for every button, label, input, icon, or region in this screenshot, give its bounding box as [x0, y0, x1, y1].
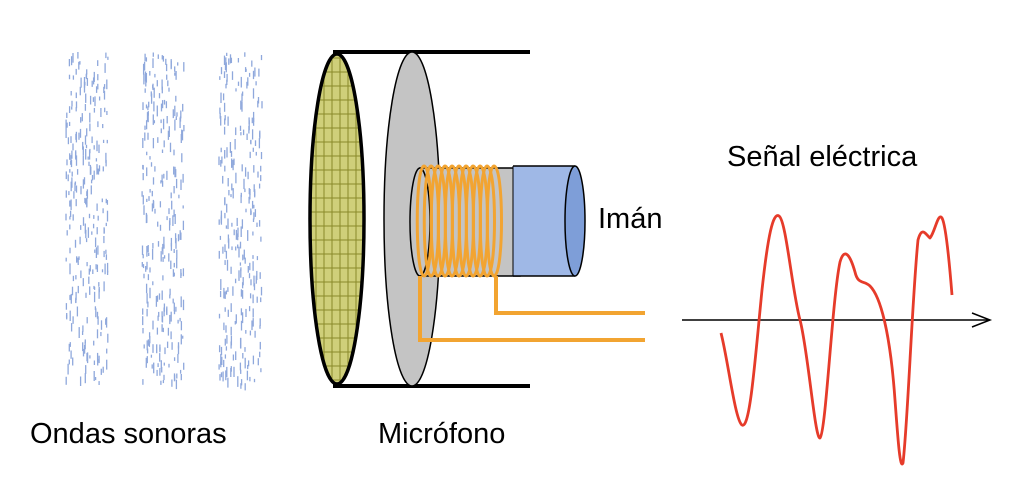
- sound-waves-label: Ondas sonoras: [30, 418, 227, 450]
- magnet-label: Imán: [598, 203, 663, 235]
- coil-turn: [457, 164, 475, 278]
- sound-wave-band: [218, 52, 263, 391]
- coil-turn: [429, 164, 447, 278]
- coil-turn: [422, 164, 440, 278]
- coil-turn: [436, 164, 454, 278]
- arrow-right-icon: [971, 312, 993, 328]
- magnet-face: [564, 165, 586, 277]
- sound-waves: [65, 52, 263, 391]
- coil-turn: [464, 164, 482, 278]
- microphone-label: Micrófono: [378, 418, 506, 450]
- signal-wave: [719, 214, 954, 466]
- electric-signal-plot: [682, 214, 993, 466]
- sound-wave-band: [65, 52, 109, 386]
- coil-turn: [478, 164, 496, 278]
- electric-signal-label: Señal eléctrica: [727, 141, 918, 173]
- diaphragm-rim: [308, 52, 366, 386]
- coil-turn: [415, 164, 433, 278]
- coil-lead-upper: [494, 276, 645, 315]
- coil-turn: [471, 164, 489, 278]
- coil: [415, 164, 503, 278]
- sound-wave-band: [141, 52, 185, 390]
- microphone: [308, 50, 645, 388]
- coil-turn: [443, 164, 461, 278]
- coil-lead-lower: [418, 276, 645, 342]
- coil-turn: [450, 164, 468, 278]
